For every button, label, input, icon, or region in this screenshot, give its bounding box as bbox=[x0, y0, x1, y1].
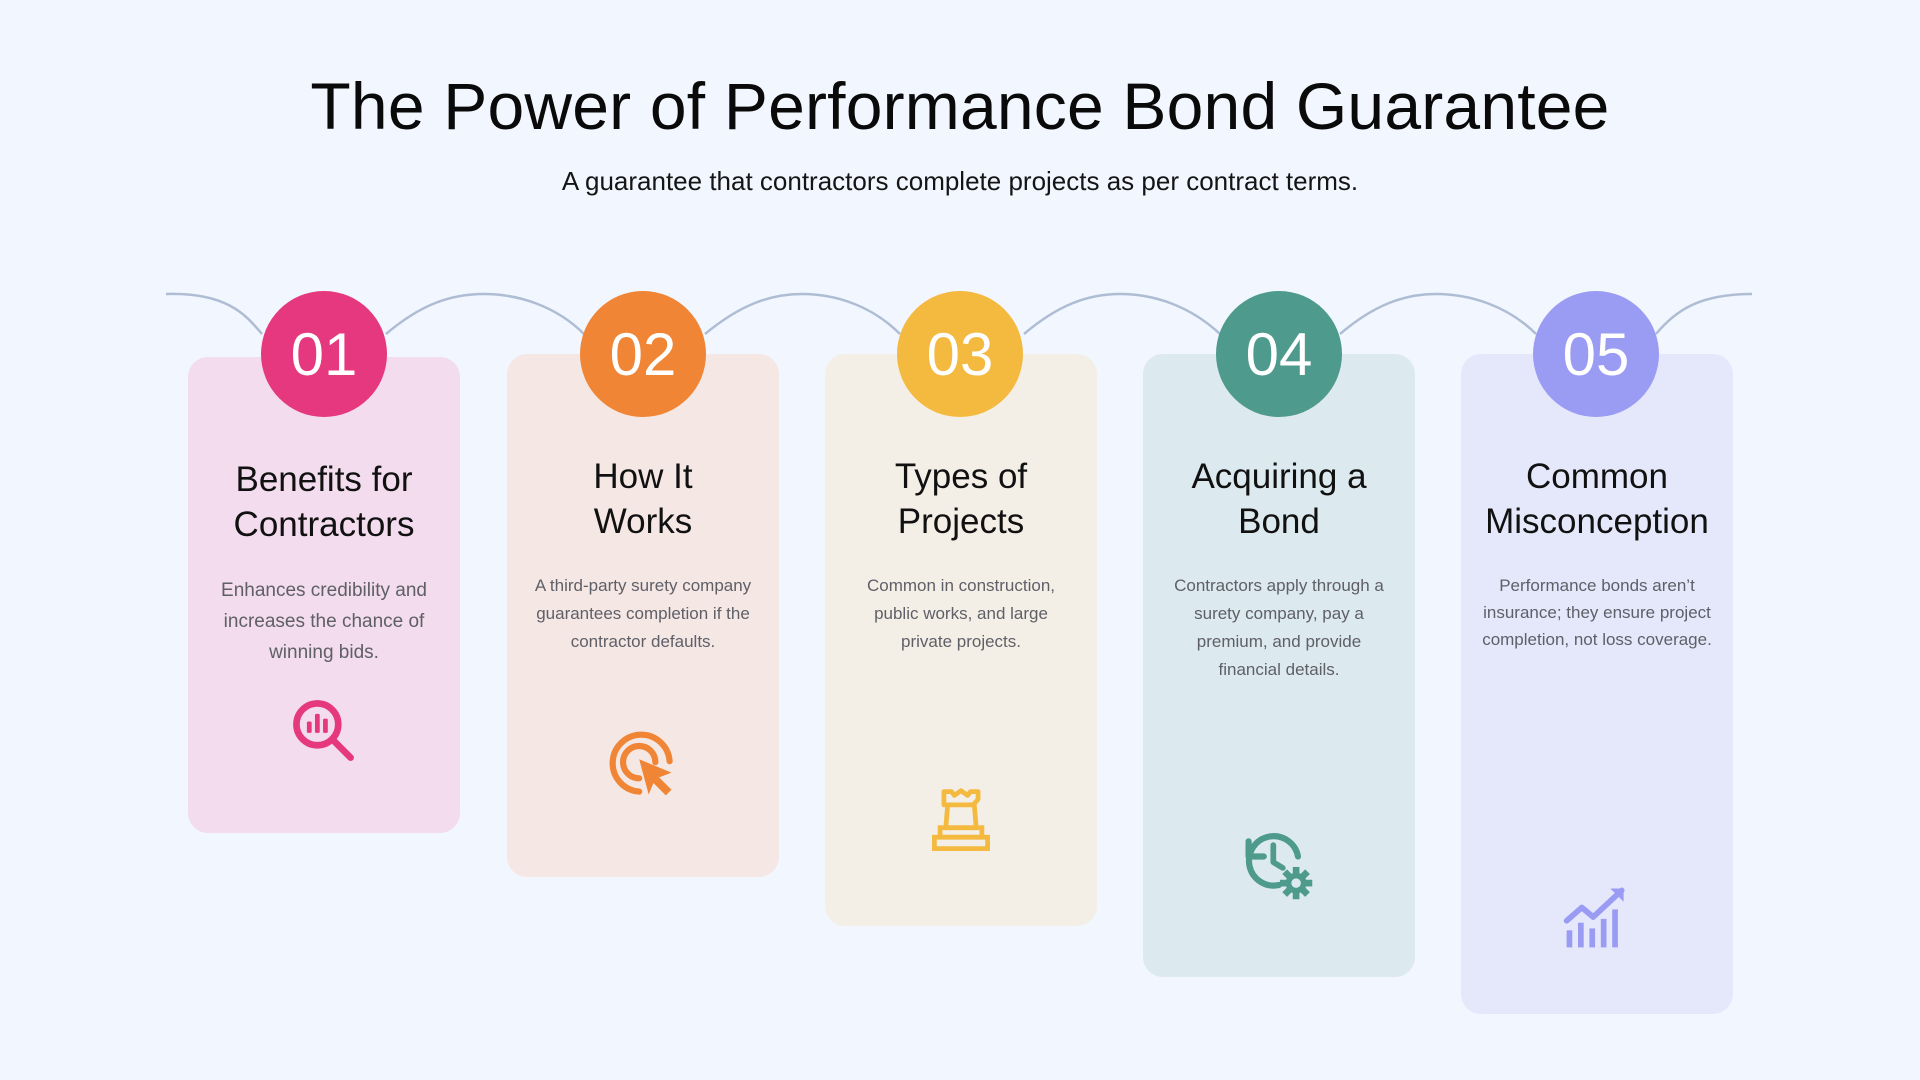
step-title-line: How It bbox=[593, 457, 693, 496]
step-description: Performance bonds aren’t insurance; they… bbox=[1482, 576, 1712, 649]
step-description: Enhances credibility and increases the c… bbox=[221, 580, 427, 663]
step-title-line: Common bbox=[1526, 457, 1668, 496]
history-gear-icon bbox=[1245, 833, 1313, 900]
step-title: Common Misconception bbox=[1461, 454, 1733, 544]
magnifier-chart-icon bbox=[293, 700, 354, 761]
target-cursor-icon bbox=[609, 731, 673, 796]
step-card-03: Types of Projects Common in construction… bbox=[825, 354, 1097, 926]
page-title: The Power of Performance Bond Guarantee bbox=[310, 69, 1610, 143]
step-title-line: Contractors bbox=[233, 505, 415, 544]
step-card-05: Common Misconception Performance bonds a… bbox=[1461, 354, 1733, 1014]
step-description: Common in construction, public works, an… bbox=[866, 576, 1056, 651]
step-number-badge: 05 bbox=[1533, 291, 1659, 417]
connector-line bbox=[165, 292, 1753, 335]
step-number-badge: 04 bbox=[1216, 291, 1342, 417]
step-description: Contractors apply through a surety compa… bbox=[1174, 576, 1384, 679]
step-number-badge: 03 bbox=[897, 291, 1023, 417]
step-title: Types of Projects bbox=[825, 454, 1097, 544]
step-description: A third-party surety company guarantees … bbox=[534, 576, 752, 651]
step-title-line: Bond bbox=[1238, 502, 1320, 541]
growth-chart-icon bbox=[1563, 887, 1625, 948]
step-title-line: Acquiring a bbox=[1191, 457, 1367, 496]
chess-rook-icon bbox=[932, 788, 990, 851]
step-number-badge: 01 bbox=[261, 291, 387, 417]
step-card-04: Acquiring a Bond Contractors apply throu… bbox=[1143, 354, 1415, 977]
step-title-line: Benefits for bbox=[235, 460, 413, 499]
step-title-line: Works bbox=[593, 502, 693, 541]
step-card-02: How It Works A third-party surety compan… bbox=[507, 354, 779, 877]
step-number-badge: 02 bbox=[580, 291, 706, 417]
step-title-line: Types of bbox=[894, 457, 1028, 496]
step-title-line: Misconception bbox=[1485, 502, 1709, 541]
step-title: How It Works bbox=[507, 454, 779, 544]
step-title: Acquiring a Bond bbox=[1143, 454, 1415, 544]
step-title-line: Projects bbox=[897, 502, 1025, 541]
page-subtitle: A guarantee that contractors complete pr… bbox=[561, 166, 1359, 196]
step-title: Benefits for Contractors bbox=[188, 457, 460, 547]
step-card-01: Benefits for Contractors Enhances credib… bbox=[188, 357, 460, 833]
